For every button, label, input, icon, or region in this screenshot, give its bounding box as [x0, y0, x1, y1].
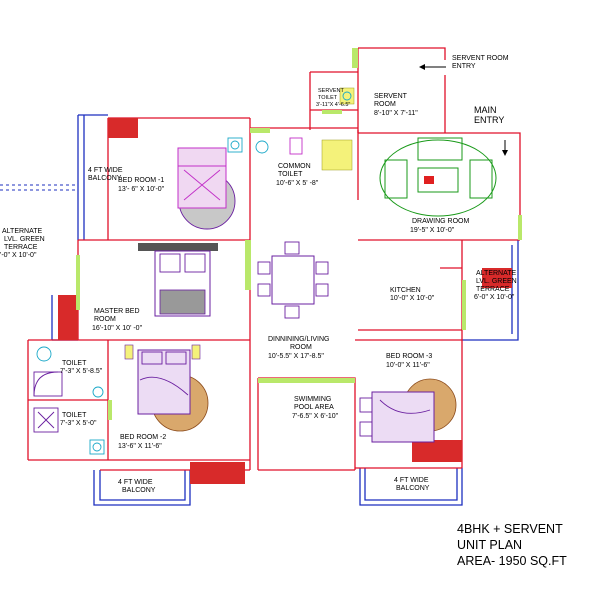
bed-room-1-furniture — [177, 137, 243, 230]
toilet-2-dim: 7'-3" X 5'-0" — [60, 420, 97, 427]
title-line-1: 4BHK + SERVENT — [457, 522, 563, 536]
outer-walls — [0, 114, 519, 506]
toilet-2-name: TOILET — [62, 412, 87, 419]
title-line-3: AREA- 1950 SQ.FT — [457, 554, 567, 568]
swimming-pool-dim: 7'-6.5" X 6'-10" — [292, 413, 339, 420]
master-bed-name: MASTER BED — [94, 308, 140, 315]
terrace-right-line4: 6'-0" X 10'-0" — [474, 294, 515, 301]
swimming-pool-name: SWIMMING — [294, 396, 331, 403]
common-toilet-fixtures — [255, 137, 353, 171]
balcony-bottom-right-line1: 4 FT WIDE — [394, 477, 429, 484]
common-toilet-name: COMMON — [278, 163, 311, 170]
main-entry-line1: MAIN — [474, 105, 497, 115]
servent-toilet-fixtures — [339, 87, 355, 105]
left-toilets-fixtures — [33, 346, 105, 455]
dining-living-dim: 10'-5.5" X 17'-8.5" — [268, 353, 324, 360]
title-line-2: UNIT PLAN — [457, 538, 522, 552]
servent-room-dim: 8'-10" X 7'-11" — [374, 110, 418, 117]
balcony-top-line1: 4 FT WIDE — [88, 167, 123, 174]
terrace-left-line4: '-0" X 10'-0" — [0, 252, 37, 259]
kitchen-name: KITCHEN — [390, 287, 421, 294]
balcony-bottom-left-line1: 4 FT WIDE — [118, 479, 153, 486]
master-bed-name2: ROOM — [94, 316, 116, 323]
dining-living-name: DINNINING/LIVING — [268, 336, 329, 343]
common-toilet-dim: 10'-6" X 5' -8" — [276, 180, 319, 187]
master-bed-dim: 16'-10" X 10' -0" — [92, 325, 143, 332]
terrace-left-line3: TERRACE — [4, 244, 38, 251]
dining-living-name2: ROOM — [290, 344, 312, 351]
servent-toilet-dim: 3'-11"X 4'-6.5" — [316, 102, 350, 108]
terrace-right-line1: ALTERNATE — [476, 270, 517, 277]
servent-room-name2: ROOM — [374, 101, 396, 108]
drawing-room-sofa — [379, 137, 497, 217]
title-block: 4BHK + SERVENT UNIT PLAN AREA- 1950 SQ.F… — [457, 522, 567, 568]
bed-room-2-name: BED ROOM -2 — [120, 434, 166, 441]
dining-table — [257, 241, 329, 319]
bed-room-1-name: BED ROOM -1 — [118, 177, 164, 184]
bed-room-3-dim: 10'-0" X 11'-6" — [386, 362, 430, 369]
terrace-left-line2: LVL. GREEN — [4, 236, 45, 243]
master-bed-furniture — [138, 243, 218, 317]
bed-room-3-furniture — [359, 378, 457, 443]
bed-room-3-name: BED ROOM -3 — [386, 353, 432, 360]
windows — [76, 48, 522, 420]
drawing-room-name: DRAWING ROOM — [412, 218, 469, 225]
room-labels: SERVENT ROOM 8'-10" X 7'-11" SERVENT TOI… — [0, 55, 517, 494]
main-entry-line2: ENTRY — [474, 115, 504, 125]
drawing-room-dim: 19'-5" X 10'-0" — [410, 227, 455, 234]
balcony-top-line2: BALCONY — [88, 175, 122, 182]
servent-toilet-name: SERVENT — [318, 88, 345, 94]
servent-room-entry-line1: SERVENT ROOM — [452, 55, 509, 62]
bed-room-2-dim: 13'-6" X 11'-6" — [118, 443, 162, 450]
common-toilet-name2: TOILET — [278, 171, 303, 178]
swimming-pool-name2: POOL AREA — [294, 404, 334, 411]
balcony-bottom-left-line2: BALCONY — [122, 487, 156, 494]
servent-toilet-name2: TOILET — [318, 95, 338, 101]
bed-room-1-dim: 13'- 6" X 10'-0" — [118, 186, 165, 193]
bed-room-2-furniture — [124, 344, 209, 432]
hatched-panels — [58, 118, 512, 484]
terrace-right-line2: LVL. GREEN — [476, 278, 517, 285]
kitchen-dim: 10'-0" X 10'-0" — [390, 295, 435, 302]
servent-room-name: SERVENT — [374, 93, 408, 100]
toilet-1-dim: 7'-3" X 5'-8.5" — [60, 368, 103, 375]
balcony-bottom-right-line2: BALCONY — [396, 485, 430, 492]
entry-arrows — [419, 64, 508, 156]
toilet-1-name: TOILET — [62, 360, 87, 367]
terrace-right-line3: TERRACE — [476, 286, 510, 293]
servent-room-entry-line2: ENTRY — [452, 63, 476, 70]
terrace-left-line1: ALTERNATE — [2, 228, 43, 235]
